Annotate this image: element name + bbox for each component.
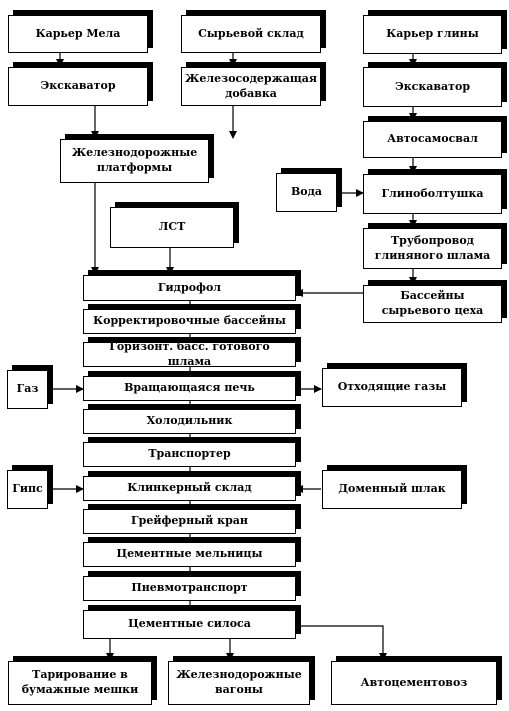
domen-shlak-box: Доменный шлак (322, 470, 462, 509)
cement-melnicy-box: Цементные мельницы (83, 542, 296, 567)
avtosamosval-box: Автосамосвал (363, 121, 502, 158)
cement-silosa-box: Цементные силоса (83, 610, 296, 639)
pnevmotransport-box: Пневмотранспорт (83, 576, 296, 601)
transporter-box: Транспортер (83, 442, 296, 467)
ekskavator-left-box: Экскаватор (8, 67, 148, 106)
gidrofol-box: Гидрофол (83, 275, 296, 301)
greyfer-kran-box: Грейферный кран (83, 509, 296, 534)
glinoboltushka-box: Глиноболтушка (363, 174, 502, 214)
tarirovanie-box: Тарирование в бумажные мешки (8, 661, 152, 705)
holodilnik-box: Холодильник (83, 409, 296, 434)
karer-gliny-box: Карьер глины (363, 15, 502, 54)
karer-mela-box: Карьер Мела (8, 15, 148, 53)
gorizont-bass-box: Горизонт. басс. готового шлама (83, 340, 296, 368)
arrow-silosa-to-avtocementovoz (296, 625, 387, 661)
syrevoy-sklad-box: Сырьевой склад (181, 15, 321, 53)
lst-box: ЛСТ (110, 207, 234, 248)
korrekt-basseyny-box: Корректировочные бассейны (83, 309, 296, 334)
ekskavator-right-box: Экскаватор (363, 67, 502, 107)
gips-box: Гипс (7, 470, 48, 509)
truboprovod-box: Трубопровод глиняного шлама (363, 228, 502, 269)
avtocementovoz-box: Автоцементовоз (331, 661, 497, 705)
vrash-pech-box: Вращающаяся печь (83, 376, 296, 401)
zhd-platformy-box: Железнодорожные платформы (60, 139, 209, 183)
gaz-box: Газ (7, 370, 48, 409)
othod-gazy-box: Отходящие газы (322, 368, 462, 407)
zhelezo-dobavka-box: Железосодержащая добавка (181, 67, 321, 106)
voda-box: Вода (276, 173, 337, 212)
basseyny-syrevogo-box: Бассейны сырьевого цеха (363, 285, 502, 323)
zhd-vagony-box: Железнодорожные вагоны (168, 661, 310, 705)
klinker-sklad-box: Клинкерный склад (83, 476, 296, 501)
